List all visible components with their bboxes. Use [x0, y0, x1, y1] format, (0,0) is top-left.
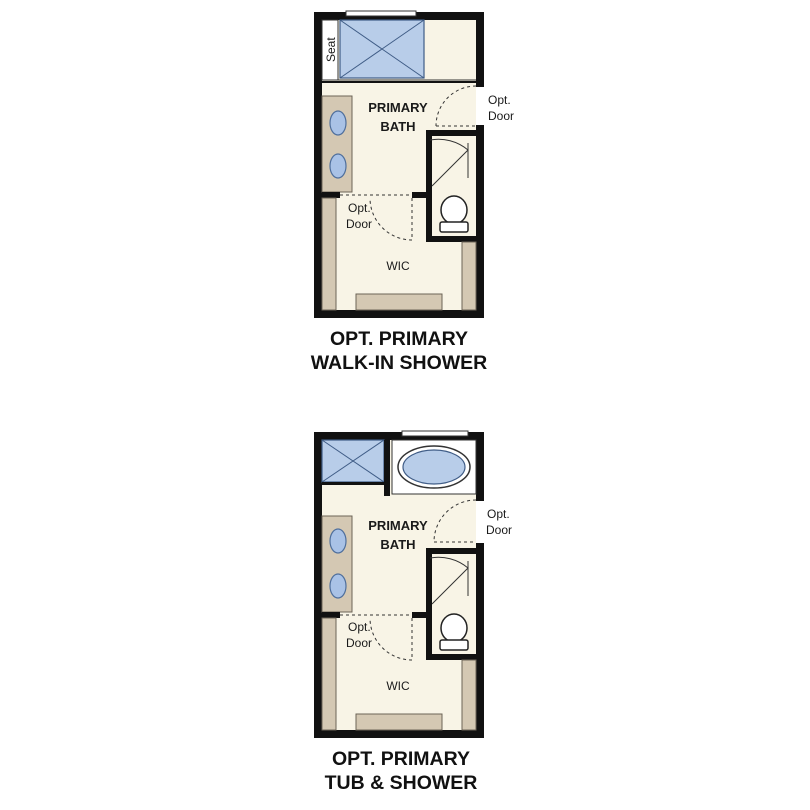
plan-tub-and-shower: PRIMARY BATH Opt. Door Opt. Door WIC OPT…: [314, 430, 512, 794]
closet-shelf-left: [321, 617, 337, 731]
window: [401, 430, 469, 437]
opt-door-swing-left: [369, 617, 413, 661]
opt-door-left-line-1: Opt.: [348, 620, 371, 634]
toilet-room-top-wall: [426, 548, 484, 554]
sink-upper: [329, 528, 347, 554]
sink-lower: [329, 153, 347, 179]
opt-door-right-line-2: Door: [488, 109, 514, 123]
closet-shelf-bottom: [355, 293, 443, 311]
caption-line-2: WALK-IN SHOWER: [311, 352, 488, 374]
window: [345, 10, 417, 17]
shower-curb: [322, 81, 476, 83]
closet-wall-left: [322, 192, 340, 198]
sink-upper: [329, 110, 347, 136]
toilet-door-opening: [432, 140, 436, 188]
opt-door-left-line-2: Door: [346, 636, 372, 650]
plan-walk-in-shower: Seat PRIMARY BATH Opt. Door: [311, 10, 514, 374]
bathtub-basin: [402, 449, 466, 485]
closet-wall-right: [412, 192, 432, 198]
closet-shelf-bottom: [355, 713, 443, 731]
toilet-room-top-wall: [426, 130, 484, 136]
toilet-room-left-wall: [426, 130, 432, 242]
shower-tub-divider: [384, 440, 390, 496]
toilet-room-bottom-wall: [426, 236, 484, 242]
opt-door-left-line-2: Door: [346, 217, 372, 231]
opt-door-right-line-2: Door: [486, 523, 512, 537]
room-label-line-1: PRIMARY: [368, 518, 428, 533]
room-label-line-2: BATH: [380, 537, 415, 552]
shower-diagonal-2: [339, 19, 425, 79]
closet-shelf-left: [321, 197, 337, 311]
toilet-room-left-wall: [426, 548, 432, 660]
toilet-bowl: [440, 613, 468, 643]
opt-door-right-line-1: Opt.: [487, 507, 510, 521]
closet-label: WIC: [386, 259, 410, 273]
caption-line-2: TUB & SHOWER: [325, 772, 478, 794]
seat-label: Seat: [324, 37, 338, 62]
toilet-tank: [439, 221, 469, 233]
room-label-line-2: BATH: [380, 119, 415, 134]
closet-wall-right: [412, 612, 432, 618]
opt-door-swing-right: [433, 499, 477, 543]
toilet-tank: [439, 639, 469, 651]
toilet-room-bottom-wall: [426, 654, 484, 660]
opt-door-swing-left: [369, 197, 413, 241]
closet-shelf-right: [461, 659, 477, 731]
caption-line-1: OPT. PRIMARY: [332, 748, 470, 770]
shower-diagonal-2: [321, 439, 385, 483]
opt-door-left-line-1: Opt.: [348, 201, 371, 215]
shower-curb: [322, 482, 386, 485]
closet-shelf-right: [461, 241, 477, 311]
sink-lower: [329, 573, 347, 599]
caption-line-1: OPT. PRIMARY: [330, 328, 468, 350]
room-label-line-1: PRIMARY: [368, 100, 428, 115]
closet-wall-left: [322, 612, 340, 618]
opt-door-right-line-1: Opt.: [488, 93, 511, 107]
opt-door-opening-right: [476, 86, 484, 126]
opt-door-swing-right: [435, 85, 477, 127]
toilet-bowl: [440, 195, 468, 225]
closet-label: WIC: [386, 679, 410, 693]
opt-door-opening-right: [476, 500, 484, 544]
